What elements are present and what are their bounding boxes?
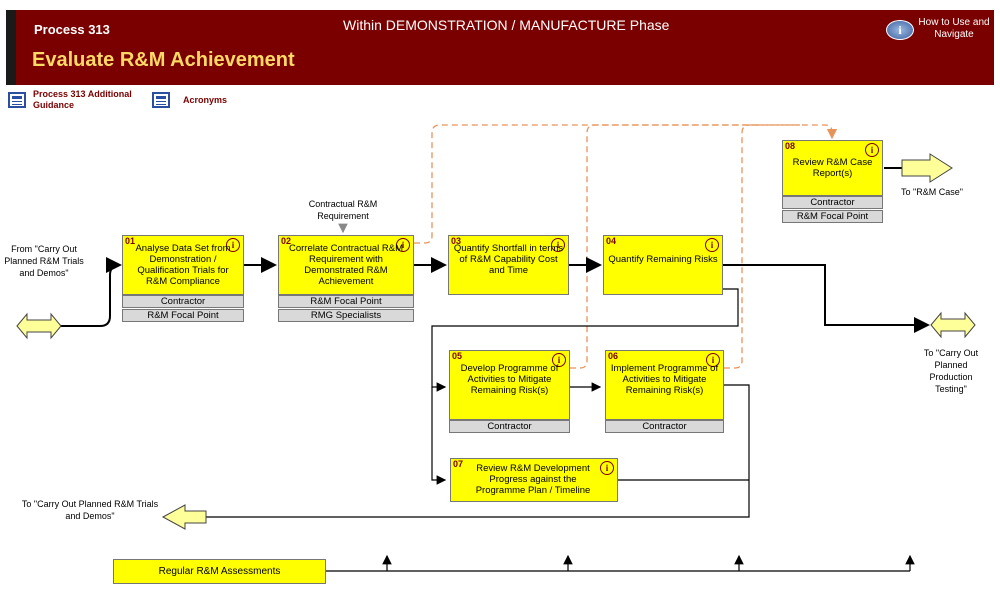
to-production-note: To "Carry Out Planned Production Testing… (923, 348, 979, 394)
contractual-requirement-note: Contractual R&M Requirement (308, 199, 378, 221)
acronyms-link[interactable]: Acronyms (183, 95, 228, 105)
acronyms-icon[interactable] (152, 92, 170, 108)
box-number: 03 (451, 236, 462, 246)
role-label: R&M Focal Point (278, 295, 414, 308)
box-label: Correlate Contractual R&M Requirement wi… (288, 243, 404, 287)
info-icon[interactable]: i (886, 20, 914, 40)
box-number: 02 (281, 236, 292, 246)
role-label: RMG Specialists (278, 309, 414, 322)
box-label: Develop Programme of Activities to Mitig… (460, 363, 559, 396)
info-icon[interactable]: i (396, 238, 410, 252)
box-number: 07 (453, 459, 464, 469)
box-label: Review R&M Case Report(s) (792, 157, 873, 179)
process-box-07[interactable]: 07 i Review R&M Development Progress aga… (450, 458, 618, 502)
role-label: Contractor (449, 420, 570, 433)
info-icon[interactable]: i (706, 353, 720, 367)
info-icon[interactable]: i (226, 238, 240, 252)
box-label: Review R&M Development Progress against … (475, 463, 591, 496)
info-icon[interactable]: i (600, 461, 614, 475)
box-label: Quantify Shortfall in terms of R&M Capab… (453, 243, 564, 276)
box-number: 04 (606, 236, 617, 246)
from-trials-note: From "Carry Out Planned R&M Trials and D… (4, 244, 84, 278)
process-number: Process 313 (34, 22, 110, 37)
box-number: 01 (125, 236, 136, 246)
process-box-05[interactable]: 05 i Develop Programme of Activities to … (449, 350, 570, 420)
role-label: Contractor (605, 420, 724, 433)
how-to-use-link[interactable]: How to Use and Navigate (918, 17, 990, 40)
info-icon[interactable]: i (552, 353, 566, 367)
to-rm-case-arrow (901, 153, 953, 183)
to-trials-arrow (161, 504, 207, 530)
process-box-08[interactable]: 08 i Review R&M Case Report(s) (782, 140, 883, 196)
process-box-02[interactable]: 02 i Correlate Contractual R&M Requireme… (278, 235, 414, 295)
process-box-01[interactable]: 01 i Analyse Data Set from Demonstration… (122, 235, 244, 295)
box-number: 05 (452, 351, 463, 361)
regular-assessments-box[interactable]: Regular R&M Assessments (113, 559, 326, 584)
to-rm-case-note: To "R&M Case" (901, 187, 963, 197)
role-label: Contractor (122, 295, 244, 308)
page-title: Evaluate R&M Achievement (32, 49, 295, 71)
role-label: R&M Focal Point (782, 210, 883, 223)
role-label: R&M Focal Point (122, 309, 244, 322)
box-number: 06 (608, 351, 619, 361)
to-production-arrow (930, 311, 976, 339)
process-box-04[interactable]: 04 i Quantify Remaining Risks (603, 235, 723, 295)
additional-guidance-link[interactable]: Process 313 Additional Guidance (33, 89, 132, 110)
header-bar (6, 10, 994, 85)
role-label: Contractor (782, 196, 883, 209)
document-icon[interactable] (8, 92, 26, 108)
info-icon[interactable]: i (551, 238, 565, 252)
box-label: Quantify Remaining Risks (608, 254, 718, 265)
box-label: Implement Programme of Activities to Mit… (610, 363, 719, 396)
info-icon[interactable]: i (705, 238, 719, 252)
process-box-06[interactable]: 06 i Implement Programme of Activities t… (605, 350, 724, 420)
box-number: 08 (785, 141, 796, 151)
box-label: Analyse Data Set from Demonstration / Qu… (135, 243, 231, 287)
header-accent (6, 10, 16, 85)
phase-label: Within DEMONSTRATION / MANUFACTURE Phase (343, 17, 670, 33)
from-trials-arrow (16, 312, 62, 340)
info-icon[interactable]: i (865, 143, 879, 157)
process-box-03[interactable]: 03 i Quantify Shortfall in terms of R&M … (448, 235, 569, 295)
to-trials-note: To "Carry Out Planned R&M Trials and Dem… (21, 499, 159, 521)
